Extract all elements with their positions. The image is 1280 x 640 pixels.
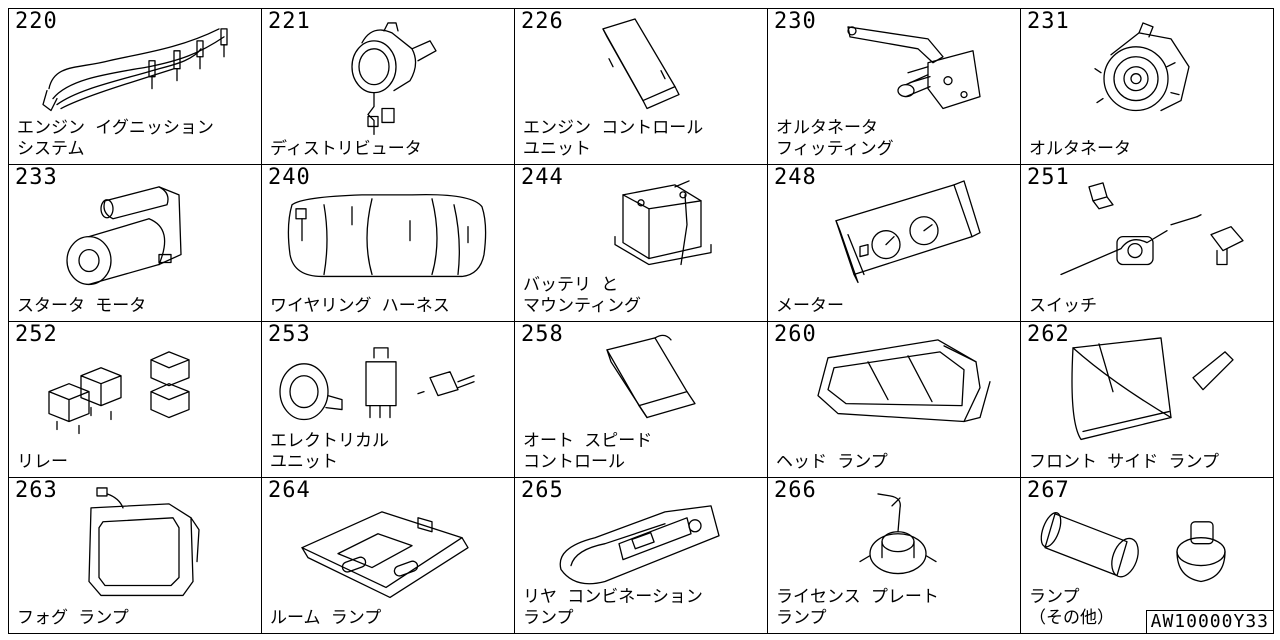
part-cell-251[interactable]: 251 スイッチ bbox=[1021, 165, 1274, 322]
reference-code: AW10000Y33 bbox=[1145, 610, 1274, 634]
part-label: オルタネータ フィッティング bbox=[776, 118, 894, 160]
part-code: 267 bbox=[1027, 477, 1070, 503]
part-label: リヤ コンビネーション ランプ bbox=[523, 587, 703, 628]
part-label: エレクトリカル ユニット bbox=[270, 430, 389, 472]
part-code: 253 bbox=[268, 321, 311, 347]
part-label: スイッチ bbox=[1029, 295, 1097, 316]
part-cell-248[interactable]: 248 メーター bbox=[768, 165, 1021, 322]
part-cell-230[interactable]: 230 オルタネータ フィッティング bbox=[768, 9, 1021, 166]
side-lamp-icon bbox=[1021, 322, 1273, 477]
part-cell-267[interactable]: 267 ランプ （その他） bbox=[1021, 477, 1274, 634]
part-code: 248 bbox=[774, 165, 817, 191]
part-cell-266[interactable]: 266 ライセンス プレート ランプ bbox=[768, 477, 1021, 634]
alternator-icon bbox=[1021, 9, 1273, 164]
part-label: エンジン イグニッション システム bbox=[17, 118, 214, 160]
part-label: オート スピード コントロール bbox=[523, 430, 653, 472]
license-plate-lamp-icon bbox=[768, 478, 1020, 633]
part-label: バッテリ と マウンティング bbox=[523, 274, 641, 316]
part-label: ディストリビュータ bbox=[270, 139, 422, 160]
cruise-control-icon bbox=[515, 322, 767, 477]
alternator-bracket-icon bbox=[768, 9, 1020, 164]
meter-icon bbox=[768, 165, 1020, 320]
part-cell-262[interactable]: 262 フロント サイド ランプ bbox=[1021, 321, 1274, 478]
part-label: ヘッド ランプ bbox=[776, 451, 888, 472]
battery-icon bbox=[515, 165, 767, 320]
fog-lamp-icon bbox=[9, 478, 261, 633]
part-cell-265[interactable]: 265 リヤ コンビネーション ランプ bbox=[515, 477, 768, 634]
ignition-wires-icon bbox=[9, 9, 261, 164]
part-code: 230 bbox=[774, 9, 817, 34]
part-cell-221[interactable]: 221 ディストリビュータ bbox=[262, 9, 515, 166]
rear-combination-lamp-icon bbox=[515, 478, 767, 633]
part-label: オルタネータ bbox=[1029, 139, 1131, 160]
part-cell-252[interactable]: 252 リレー bbox=[9, 321, 262, 478]
starter-motor-icon bbox=[9, 165, 261, 320]
part-code: 233 bbox=[15, 165, 58, 191]
part-label: スタータ モータ bbox=[17, 295, 147, 316]
part-cell-263[interactable]: 263 フォグ ランプ bbox=[9, 477, 262, 634]
part-code: 266 bbox=[774, 477, 817, 503]
part-cell-233[interactable]: 233 スタータ モータ bbox=[9, 165, 262, 322]
part-cell-226[interactable]: 226 エンジン コントロール ユニット bbox=[515, 9, 768, 166]
part-label: ライセンス プレート ランプ bbox=[776, 587, 939, 628]
part-code: 262 bbox=[1027, 321, 1070, 347]
part-label: エンジン コントロール ユニット bbox=[523, 118, 704, 160]
part-cell-231[interactable]: 231 オルタネータ bbox=[1021, 9, 1274, 166]
part-label: フォグ ランプ bbox=[17, 608, 129, 628]
parts-catalog-grid: 220 エンジン イグニッション システム 221 ディストリビュータ 226 エンジン … bbox=[8, 8, 1274, 634]
part-code: 240 bbox=[268, 165, 311, 191]
relay-icon bbox=[9, 322, 261, 477]
part-code: 221 bbox=[268, 9, 311, 34]
part-cell-253[interactable]: 253 エレクトリカル ユニット bbox=[262, 321, 515, 478]
part-label: メーター bbox=[776, 295, 844, 316]
part-code: 252 bbox=[15, 321, 58, 347]
part-code: 226 bbox=[521, 9, 564, 34]
part-code: 265 bbox=[521, 477, 564, 503]
part-code: 220 bbox=[15, 9, 58, 34]
headlamp-icon bbox=[768, 322, 1020, 477]
part-label: フロント サイド ランプ bbox=[1029, 451, 1219, 472]
part-code: 244 bbox=[521, 165, 564, 191]
part-cell-240[interactable]: 240 ワイヤリング ハーネス bbox=[262, 165, 515, 322]
ecu-icon bbox=[515, 9, 767, 164]
part-label: ランプ （その他） bbox=[1029, 587, 1114, 628]
electrical-unit-icon bbox=[262, 322, 514, 477]
part-code: 264 bbox=[268, 477, 311, 503]
part-cell-244[interactable]: 244 バッテリ と マウンティング bbox=[515, 165, 768, 322]
part-label: リレー bbox=[17, 451, 68, 472]
switch-icon bbox=[1021, 165, 1273, 320]
part-code: 258 bbox=[521, 321, 564, 347]
part-cell-264[interactable]: 264 ルーム ランプ bbox=[262, 477, 515, 634]
part-cell-258[interactable]: 258 オート スピード コントロール bbox=[515, 321, 768, 478]
bulb-icon bbox=[1021, 478, 1273, 633]
wiring-harness-icon bbox=[262, 165, 514, 320]
part-cell-260[interactable]: 260 ヘッド ランプ bbox=[768, 321, 1021, 478]
room-lamp-icon bbox=[262, 478, 514, 633]
part-cell-220[interactable]: 220 エンジン イグニッション システム bbox=[9, 9, 262, 166]
part-code: 231 bbox=[1027, 9, 1070, 34]
part-code: 260 bbox=[774, 321, 817, 347]
part-label: ワイヤリング ハーネス bbox=[270, 295, 450, 316]
part-label: ルーム ランプ bbox=[270, 608, 382, 628]
part-code: 251 bbox=[1027, 165, 1070, 191]
distributor-icon bbox=[262, 9, 514, 164]
part-code: 263 bbox=[15, 477, 58, 503]
